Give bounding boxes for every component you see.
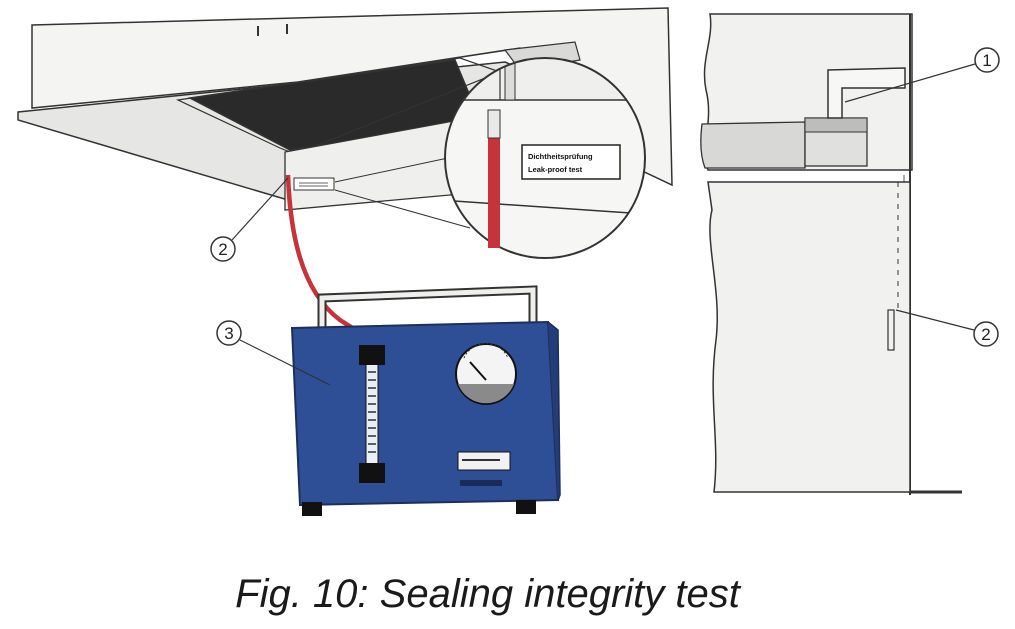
flowmeter-cap-top — [359, 345, 385, 365]
callout-number: 2 — [218, 240, 227, 259]
device-foot-left — [302, 502, 322, 516]
figure-caption: Fig. 10: Sealing integrity test — [235, 572, 740, 616]
grey-ledge — [700, 121, 806, 169]
callout-2-right: 2 — [895, 309, 999, 347]
device-body — [290, 320, 560, 507]
side-section-view — [700, 13, 962, 495]
callout-2-left: 2 — [210, 177, 289, 262]
pressure-gauge — [455, 343, 517, 405]
seal-clamp — [827, 67, 906, 119]
callout-1: 1 — [844, 47, 1000, 103]
device-nameplate — [460, 480, 502, 486]
test-hose-side — [887, 309, 895, 351]
sealing-test-illustration: Dichtheitsprüfung Leak-proof test — [17, 7, 1000, 516]
label-line-1: Dichtheitsprüfung — [528, 152, 593, 161]
flowmeter-scale — [368, 371, 376, 453]
hose-segment-magnified — [488, 138, 500, 248]
callout-number: 2 — [981, 325, 990, 344]
device-foot-right — [516, 500, 536, 514]
leak-test-label-small — [293, 177, 335, 191]
lower-cabinet — [707, 181, 911, 493]
callout-number: 1 — [982, 51, 991, 70]
leak-tester-device — [290, 285, 561, 516]
label-line-2: Leak-proof test — [528, 165, 583, 174]
flowmeter-cap-bottom — [359, 463, 385, 483]
leak-test-label: Dichtheitsprüfung Leak-proof test — [521, 144, 621, 180]
callout-number: 3 — [224, 324, 233, 343]
callout-3: 3 — [216, 320, 331, 386]
filter-frame — [175, 57, 502, 155]
